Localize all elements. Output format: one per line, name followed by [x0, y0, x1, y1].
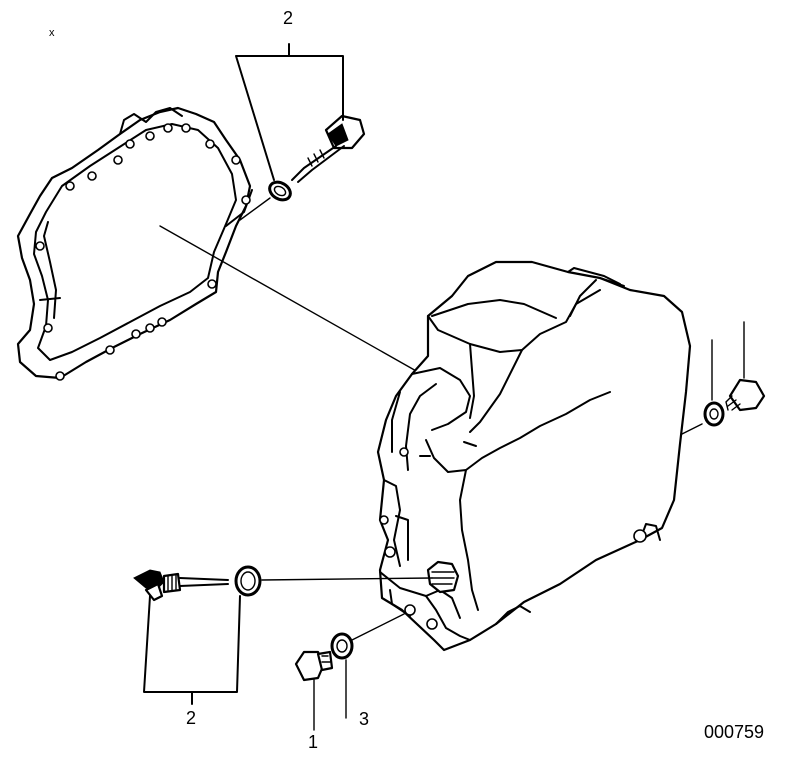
bottom-group-bracket [143, 595, 241, 705]
crankcase [376, 260, 692, 652]
cover-bolt-holes [35, 123, 251, 381]
cover-assembly-line [159, 225, 419, 373]
top-o-ring-line [239, 197, 271, 221]
right-drain-plug [725, 378, 766, 412]
bottom-o-ring [234, 565, 262, 597]
right-washer [703, 401, 725, 427]
sealing-washer [330, 632, 354, 660]
drain-assembly-line [351, 613, 405, 641]
callout-top-group: 2 [283, 8, 293, 28]
callout-bottom-group: 2 [186, 708, 196, 728]
corner-mark: x [49, 27, 55, 39]
top-group-bracket [235, 43, 344, 181]
bottom-oil-fill-plug [133, 569, 229, 602]
top-oil-fill-plug [291, 114, 366, 183]
bottom-assembly-line [261, 577, 433, 581]
right-plug-line [681, 423, 703, 435]
drawing-number: 000759 [704, 722, 764, 742]
crankcase-cover [16, 106, 253, 381]
top-o-ring [268, 180, 292, 202]
callout-drain-plug: 1 [308, 732, 318, 752]
callout-washer: 3 [359, 709, 369, 729]
drain-plug [294, 650, 334, 682]
